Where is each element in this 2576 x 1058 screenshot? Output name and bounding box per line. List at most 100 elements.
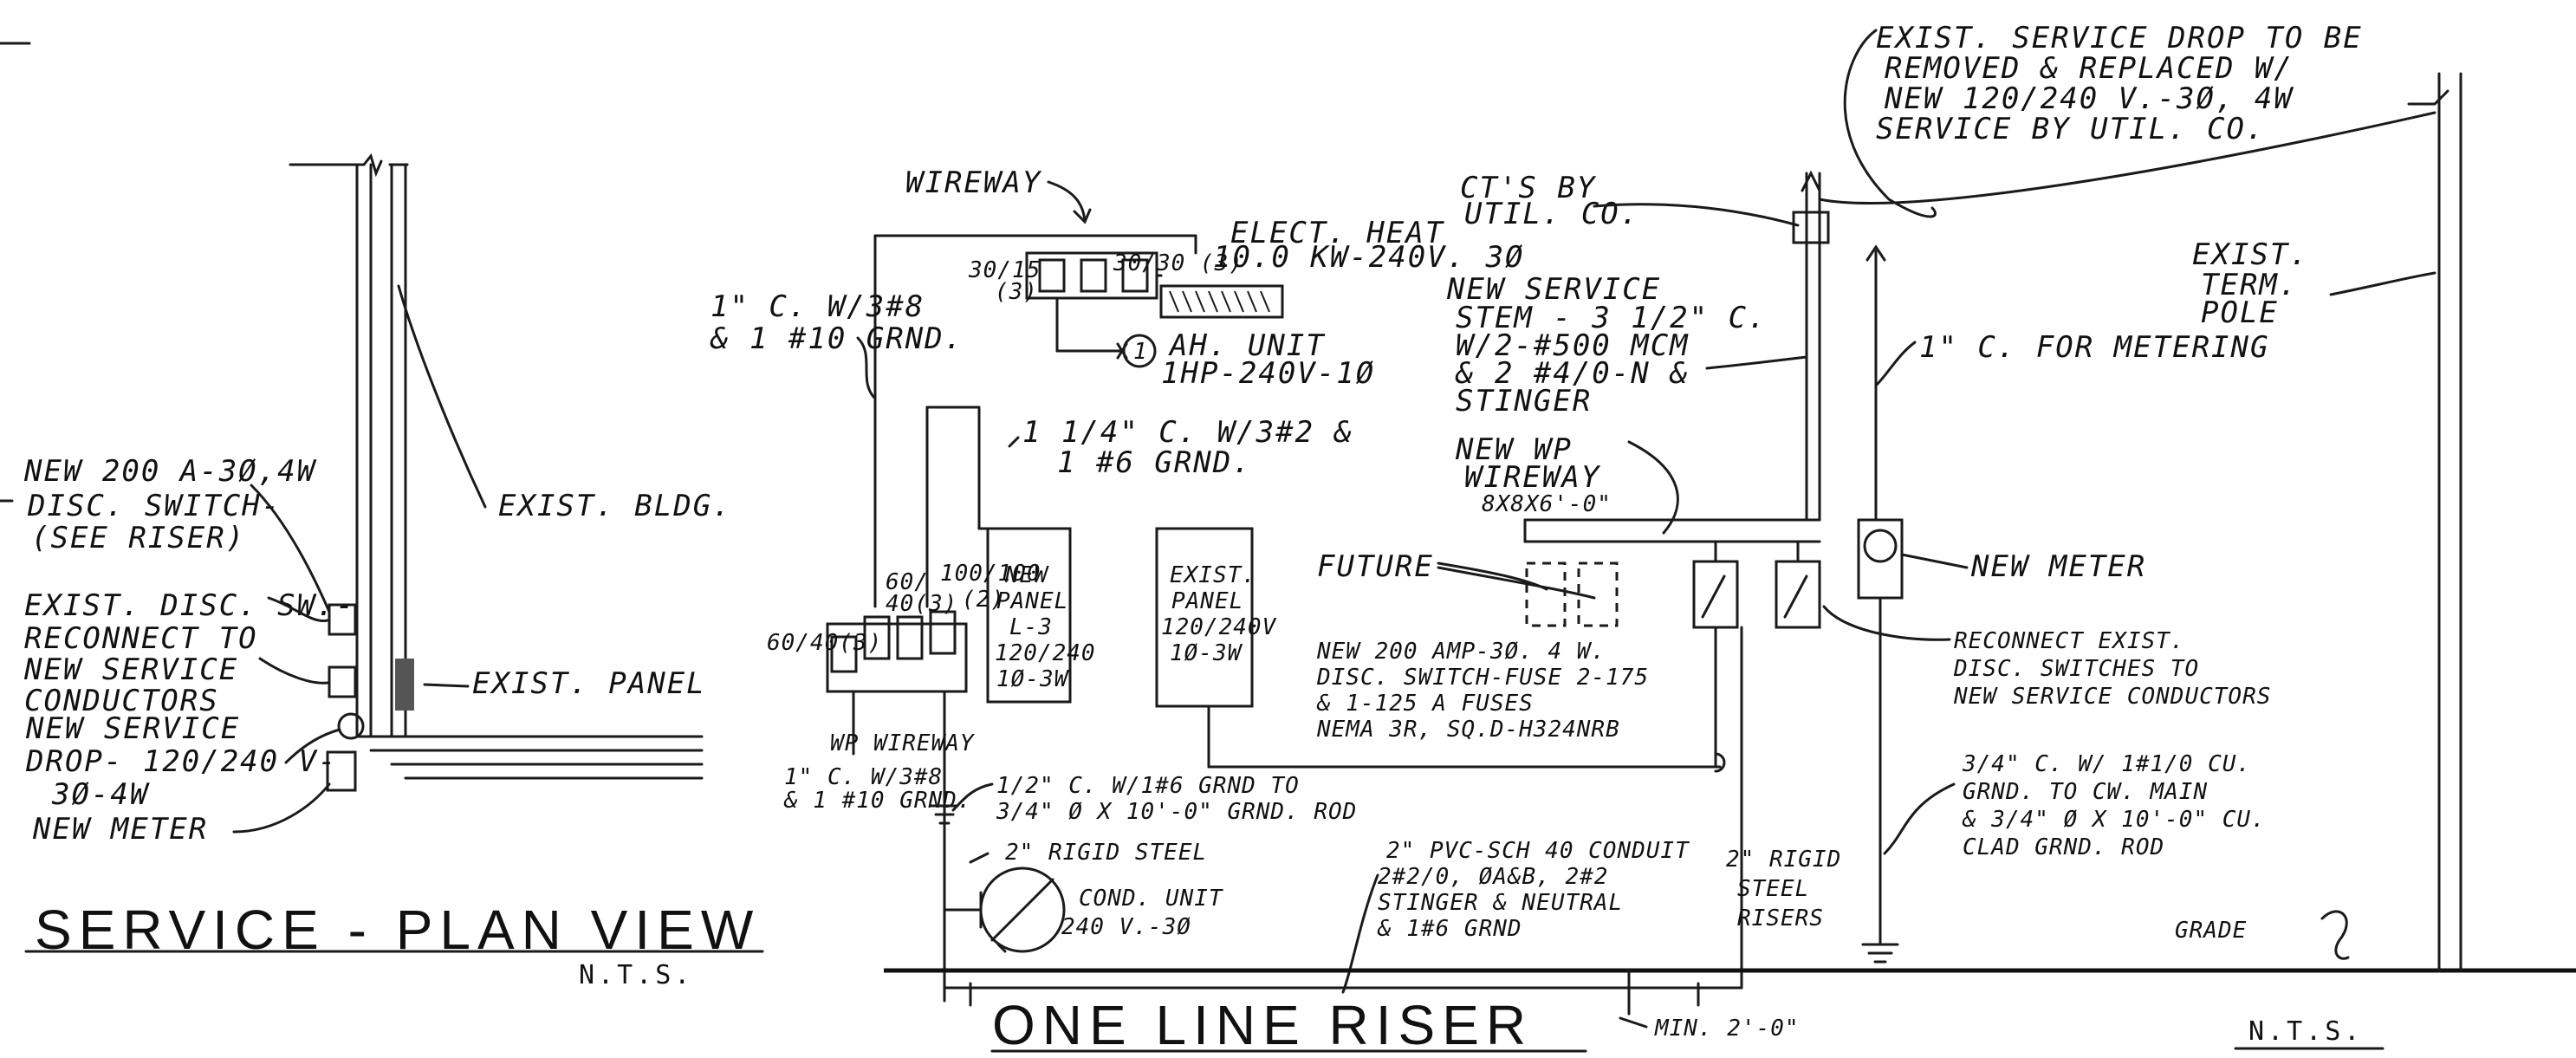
label-exist-term-pole-1: EXIST. bbox=[2192, 237, 2309, 272]
plan-exist-disc-sw-line4: CONDUCTORS bbox=[24, 684, 219, 718]
plan-new-service-drop-line3: 3Ø-4W bbox=[51, 777, 150, 812]
service-drop bbox=[1818, 111, 2436, 204]
label-new-disc-switch-1: NEW 200 AMP-3Ø. 4 W. bbox=[1316, 639, 1606, 665]
plan-exist-disc-sw-line1: EXIST. DISC. SW.- bbox=[24, 588, 355, 623]
ah-unit-number: 1 bbox=[1133, 339, 1148, 365]
label-pvc-conduit-1: 2" PVC-SCH 40 CONDUIT bbox=[1386, 838, 1690, 864]
label-exist-service-drop-3: NEW 120/240 V.-3Ø, 4W bbox=[1884, 81, 2294, 116]
label-ground-note-1: 3/4" C. W/ 1#1/0 CU. bbox=[1962, 751, 2251, 777]
label-ground-note-3: & 3/4" Ø X 10'-0" CU. bbox=[1962, 807, 2266, 833]
label-ground-note-2: GRND. TO CW. MAIN bbox=[1963, 779, 2208, 805]
plan-new-service-drop-line2: DROP- 120/240 V- bbox=[25, 744, 338, 779]
label-pvc-conduit-2: 2#2/0, ØA&B, 2#2 bbox=[1378, 864, 1608, 890]
label-exist-panel-4: 1Ø-3W bbox=[1170, 640, 1243, 666]
label-reconnect-1: RECONNECT EXIST. bbox=[1954, 628, 2184, 654]
label-future: FUTURE bbox=[1317, 549, 1434, 584]
riser-scale: N.T.S. bbox=[2248, 1016, 2363, 1047]
ground-rod-symbol bbox=[930, 804, 959, 829]
label-breaker-30-15-qty: (3) bbox=[995, 279, 1038, 305]
label-breaker-60-40: 60/40(3) bbox=[767, 630, 882, 656]
label-exist-term-pole-3: POLE bbox=[2201, 295, 2279, 330]
building-outline bbox=[289, 153, 704, 780]
exist-panel-symbol bbox=[395, 659, 414, 711]
plan-exist-panel: EXIST. PANEL bbox=[472, 666, 706, 701]
new-panel-l3 bbox=[986, 527, 1072, 704]
plan-new-disc-switch-line2: DISC. SWITCH- bbox=[27, 489, 281, 523]
label-exist-service-drop-2: REMOVED & REPLACED W/ bbox=[1885, 51, 2294, 86]
label-new-wp-wireway-2: WIREWAY bbox=[1464, 460, 1601, 495]
label-pvc-conduit-3: STINGER & NEUTRAL bbox=[1378, 890, 1623, 916]
exist-panel bbox=[1155, 527, 1254, 708]
label-rigid-risers-1: 2" RIGID bbox=[1726, 847, 1841, 873]
label-wireway: WIREWAY bbox=[905, 166, 1042, 200]
label-new-panel-4: 120/240 bbox=[995, 640, 1096, 666]
label-rigid-steel: 2" RIGID STEEL bbox=[1005, 840, 1207, 866]
label-breaker-60-40b-2: 40(3) bbox=[886, 591, 957, 617]
plan-view-scale: N.T.S. bbox=[579, 960, 693, 990]
label-cts-2: UTIL. CO. bbox=[1464, 197, 1639, 231]
label-new-meter: NEW METER bbox=[1970, 549, 2146, 584]
riser-title: ONE LINE RISER bbox=[992, 994, 1533, 1056]
label-new-service-stem-2: STEM - 3 1/2" C. bbox=[1456, 301, 1768, 335]
label-new-disc-switch-3: & 1-125 A FUSES bbox=[1316, 691, 1534, 717]
label-breaker-30-30: 30/30 (3) bbox=[1113, 250, 1243, 276]
label-breaker-100-2: (2) bbox=[962, 587, 1005, 613]
label-new-service-stem-5: STINGER bbox=[1456, 384, 1592, 419]
plan-new-service-drop-line1: NEW SERVICE bbox=[25, 711, 240, 746]
label-new-service-stem-4: & 2 #4/0-N & bbox=[1455, 356, 1690, 391]
label-rigid-risers-3: RISERS bbox=[1737, 905, 1824, 931]
wp-wireway bbox=[826, 610, 968, 990]
label-ah-unit-1: AH. UNIT bbox=[1168, 328, 1326, 363]
label-breaker-60-40b-1: 60/ bbox=[886, 569, 929, 595]
label-cts-1: CT'S BY bbox=[1460, 171, 1597, 205]
plan-new-disc-switch-line1: NEW 200 A-3Ø,4W bbox=[23, 454, 317, 489]
label-exist-panel-1: EXIST. bbox=[1170, 562, 1256, 588]
label-breaker-30-15: 30/15 bbox=[968, 257, 1041, 283]
label-new-disc-switch-4: NEMA 3R, SQ.D-H324NRB bbox=[1316, 717, 1620, 743]
label-exist-panel-2: PANEL bbox=[1171, 588, 1243, 614]
label-conduit-1in-b-2: & 1 #10 GRND. bbox=[783, 788, 972, 814]
label-min-depth: MIN. 2'-0" bbox=[1654, 1016, 1800, 1042]
plan-new-disc-switch-line3: (SEE RISER) bbox=[31, 521, 245, 555]
label-elect-heat-2: 10.0 KW-240V. 3Ø bbox=[1213, 240, 1525, 275]
label-ah-unit-2: 1HP-240V-1Ø bbox=[1161, 356, 1375, 391]
plan-exist-disc-sw-line3: NEW SERVICE bbox=[23, 652, 238, 687]
label-new-service-stem-1: NEW SERVICE bbox=[1446, 272, 1661, 307]
label-rigid-risers-2: STEEL bbox=[1737, 876, 1809, 902]
condensing-unit bbox=[943, 867, 1066, 953]
label-conduit-1in-b-1: 1" C. W/3#8 bbox=[784, 764, 943, 790]
plan-exist-bldg: EXIST. BLDG. bbox=[498, 489, 732, 523]
label-grnd-rod-1: 1/2" C. W/1#6 GRND TO bbox=[996, 773, 1300, 799]
label-cond-unit-2: 240 V.-3Ø bbox=[1061, 914, 1191, 940]
label-exist-service-drop-1: EXIST. SERVICE DROP TO BE bbox=[1876, 21, 2363, 55]
label-grnd-rod-2: 3/4" Ø X 10'-0" GRND. ROD bbox=[996, 799, 1357, 825]
label-conduit-114-2: 1 #6 GRND. bbox=[1057, 445, 1252, 480]
label-new-wp-wireway-3: 8X8X6'-0" bbox=[1482, 491, 1612, 517]
label-exist-service-drop-4: SERVICE BY UTIL. CO. bbox=[1876, 112, 2265, 146]
label-reconnect-2: DISC. SWITCHES TO bbox=[1953, 656, 2199, 682]
label-pvc-conduit-4: & 1#6 GRND bbox=[1377, 916, 1522, 942]
label-exist-panel-3: 120/240V bbox=[1161, 614, 1277, 640]
label-grade: GRADE bbox=[2175, 918, 2247, 944]
label-new-panel-1: NEW bbox=[1004, 562, 1049, 588]
label-conduit-1in-2: & 1 #10 GRND. bbox=[710, 321, 964, 356]
one-line-riser: 1 WIREWAY ELECT. HEAT 10.0 KW-240V. 3Ø 3… bbox=[710, 21, 2576, 1056]
label-ground-note-4: CLAD GRND. ROD bbox=[1963, 834, 2164, 860]
plan-new-meter: NEW METER bbox=[32, 812, 208, 847]
service-stem bbox=[1792, 170, 1886, 522]
label-new-panel-3: L-3 bbox=[1009, 614, 1053, 640]
label-conduit-1in-1: 1" C. W/3#8 bbox=[711, 289, 925, 324]
label-reconnect-3: NEW SERVICE CONDUCTORS bbox=[1953, 684, 2271, 710]
label-new-panel-5: 1Ø-3W bbox=[996, 666, 1070, 692]
panel-feeders bbox=[925, 406, 990, 608]
label-new-service-stem-3: W/2-#500 MCM bbox=[1456, 328, 1690, 363]
label-elect-heat-1: ELECT. HEAT bbox=[1230, 216, 1445, 250]
plan-exist-disc-sw-line2: RECONNECT TO bbox=[24, 621, 258, 656]
label-new-wp-wireway-1: NEW WP bbox=[1455, 432, 1573, 467]
new-meter bbox=[1857, 518, 1904, 964]
label-conduit-114-1: 1 1/4" C. W/3#2 & bbox=[1022, 415, 1353, 450]
plan-equipment bbox=[326, 603, 414, 792]
label-cond-unit-1: COND. UNIT bbox=[1079, 886, 1223, 912]
label-wp-wireway: WP WIREWAY bbox=[830, 730, 976, 756]
